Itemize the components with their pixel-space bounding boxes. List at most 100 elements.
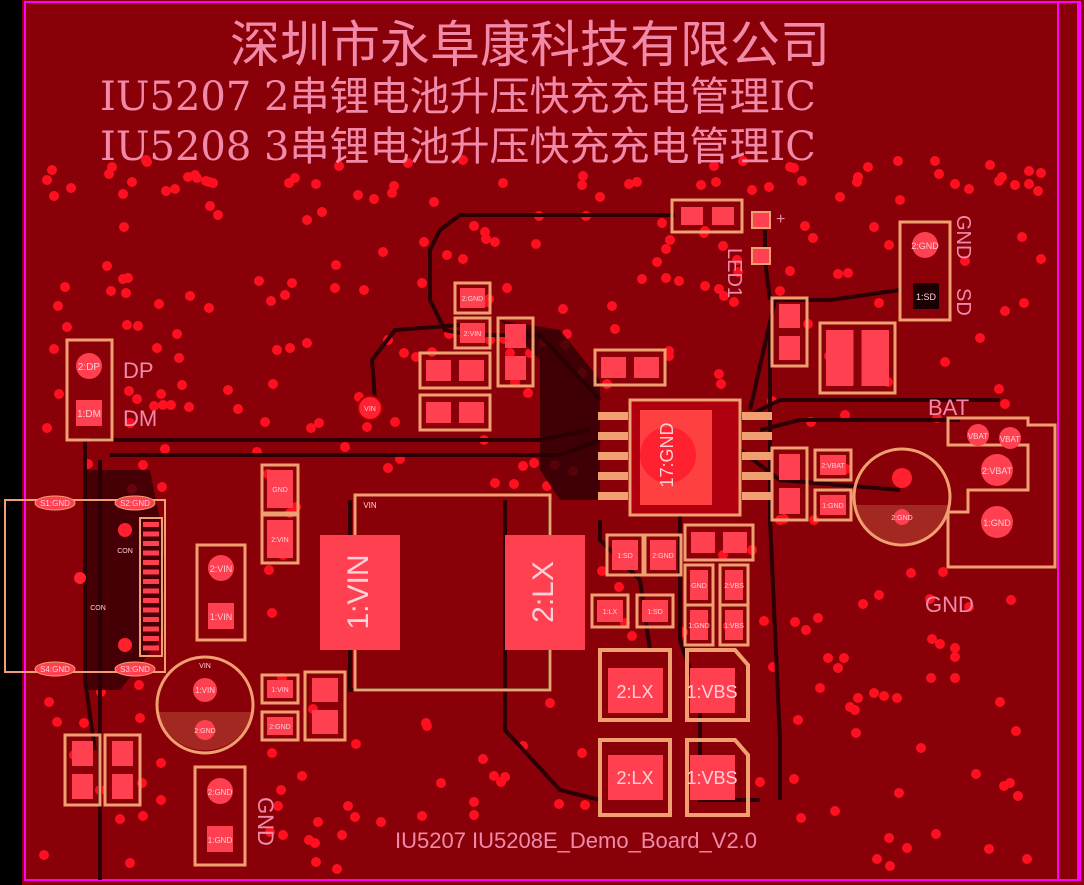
via	[785, 266, 795, 276]
via	[813, 613, 823, 623]
via	[340, 442, 350, 452]
via	[505, 348, 515, 358]
inductor-vin-small: VIN	[363, 501, 377, 510]
via	[711, 177, 721, 187]
capacitor-footprint	[418, 351, 492, 390]
via	[60, 282, 70, 292]
via	[997, 172, 1007, 182]
via	[260, 417, 270, 427]
via	[204, 303, 214, 313]
via	[518, 461, 528, 471]
via	[390, 417, 400, 427]
smd-pad-label: 1:LX	[603, 609, 618, 616]
via	[759, 616, 769, 626]
via	[1011, 726, 1021, 736]
via	[334, 161, 344, 171]
via	[149, 401, 159, 411]
capacitor-footprint	[63, 733, 102, 807]
capacitor-footprint	[103, 733, 142, 807]
via	[995, 697, 1005, 707]
via	[884, 833, 894, 843]
via	[597, 566, 607, 576]
via	[156, 795, 166, 805]
via	[558, 304, 568, 314]
sd-header-sd-pad: 1:SD	[916, 292, 937, 302]
via	[118, 189, 128, 199]
via	[652, 257, 662, 267]
via	[138, 811, 148, 821]
via	[916, 743, 926, 753]
via	[399, 348, 409, 358]
via	[498, 178, 508, 188]
via	[118, 274, 128, 284]
ic-pin	[742, 492, 772, 500]
capacitor-footprint	[770, 296, 809, 368]
via	[950, 179, 960, 189]
via	[284, 178, 294, 188]
via-vin-label: VIN	[364, 406, 376, 413]
usb-con-b: CON	[90, 605, 106, 612]
via	[785, 162, 795, 172]
cap-vin: VIN 1:VIN 2:GND	[155, 655, 255, 755]
via	[994, 384, 1004, 394]
usb-pin	[143, 598, 159, 603]
dp-pad: 2:DP	[78, 362, 101, 373]
via	[127, 177, 137, 187]
via	[964, 184, 974, 194]
capacitor-footprint	[818, 321, 897, 395]
via	[624, 179, 634, 189]
via	[934, 169, 944, 179]
via	[302, 215, 312, 225]
via	[119, 222, 129, 232]
via	[927, 634, 937, 644]
via	[383, 463, 393, 473]
via	[134, 680, 144, 690]
gnd-bottom-pad-a: 2:GND	[208, 788, 233, 797]
smd-pad-label: 2:GND	[462, 296, 483, 303]
usb-pin	[143, 579, 159, 584]
via	[313, 817, 323, 827]
via	[815, 683, 825, 693]
via	[657, 218, 667, 228]
led1	[670, 198, 771, 265]
via	[531, 239, 541, 249]
via	[442, 250, 452, 260]
label-bat: BAT	[928, 395, 969, 420]
vbs-pad-2: 1:VBS	[686, 768, 737, 788]
usb-s4-pad: S4:GND	[40, 665, 70, 674]
smd-pad-pair: 1:GND	[683, 603, 715, 647]
battery-connector: VBAT VBAT 2:VBAT 1:GND	[946, 416, 1057, 569]
via	[797, 176, 807, 186]
via	[62, 322, 72, 332]
cap-vin-gnd-pad: 2:GND	[194, 728, 215, 735]
via	[610, 324, 620, 334]
via	[869, 688, 879, 698]
via	[755, 777, 765, 787]
smd-pad-label: GND	[691, 583, 707, 590]
via	[106, 286, 116, 296]
via	[500, 772, 510, 782]
via	[931, 829, 941, 839]
via	[775, 286, 785, 296]
label-gnd-right: GND	[925, 592, 974, 617]
via	[960, 256, 970, 266]
via	[121, 288, 131, 298]
via	[272, 345, 282, 355]
via	[160, 444, 170, 454]
usb-pin	[143, 550, 159, 556]
via	[1024, 166, 1034, 176]
via	[950, 673, 960, 683]
footer-label: IU5207 IU5208E_Demo_Board_V2.0	[395, 828, 757, 853]
via	[984, 844, 994, 854]
via	[267, 748, 277, 758]
usb-pin	[143, 645, 159, 651]
via	[419, 237, 429, 247]
via	[66, 183, 76, 193]
smd-pad-pair: 2:VIN	[453, 316, 492, 350]
via	[738, 156, 748, 166]
via	[964, 602, 974, 612]
via	[872, 854, 882, 864]
via	[661, 244, 671, 254]
via	[192, 173, 202, 183]
